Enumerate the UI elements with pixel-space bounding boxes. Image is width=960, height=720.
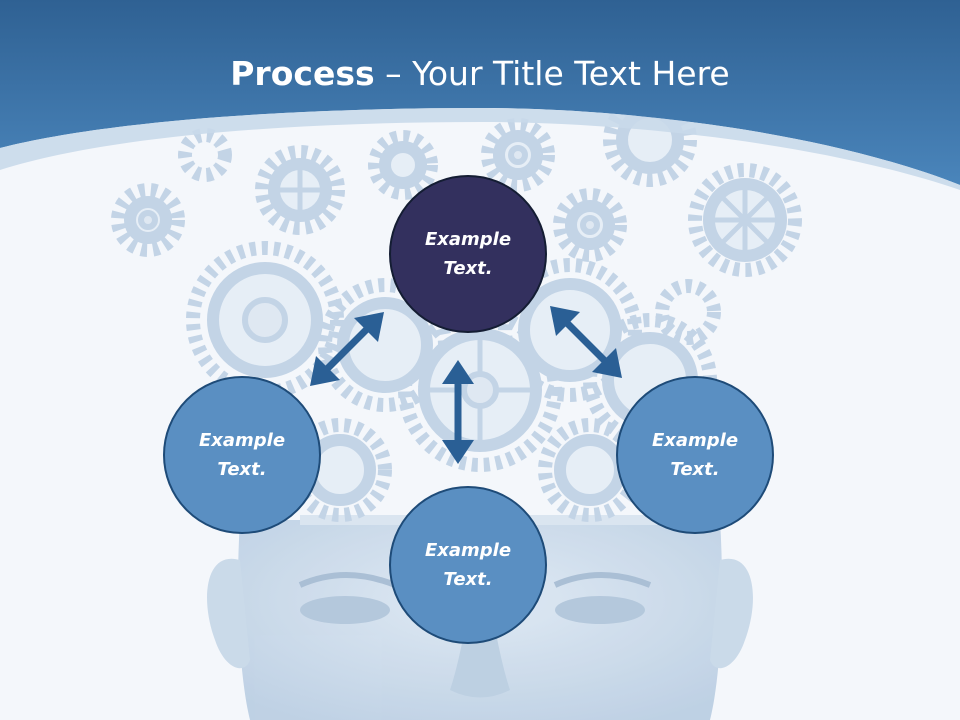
node-top-text: Example Text. <box>424 229 512 279</box>
node-bottom-text: Example Text. <box>424 540 512 590</box>
node-left-text: Example Text. <box>198 430 286 480</box>
node-bottom[interactable]: Example Text. <box>389 486 547 644</box>
node-left[interactable]: Example Text. <box>163 376 321 534</box>
node-right-text: Example Text. <box>651 430 739 480</box>
title-bold: Process <box>230 54 375 93</box>
slide-title: Process – Your Title Text Here <box>0 52 960 96</box>
node-top[interactable]: Example Text. <box>389 175 547 333</box>
node-right[interactable]: Example Text. <box>616 376 774 534</box>
title-rest: – Your Title Text Here <box>374 54 730 93</box>
